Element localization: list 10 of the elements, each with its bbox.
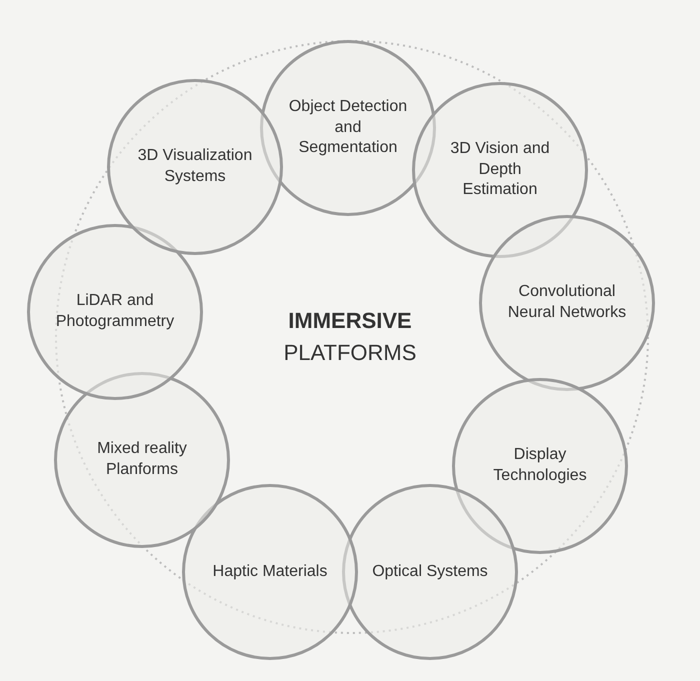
- circle-label: Display Technologies: [492, 445, 588, 486]
- circle-label: Object Detection and Segmentation: [288, 96, 408, 158]
- circle-label: 3D Visualization Systems: [136, 146, 254, 187]
- circle-label: Haptic Materials: [212, 562, 328, 582]
- circle-label: LiDAR and Photogrammetry: [55, 291, 175, 332]
- circle-label: Convolutional Neural Networks: [507, 282, 627, 323]
- center-title: IMMERSIVE PLATFORMS: [282, 307, 418, 367]
- circle-label: 3D Vision and Depth Estimation: [449, 138, 551, 200]
- circle-label: Optical Systems: [372, 562, 488, 582]
- circle-label: Mixed reality Planforms: [96, 439, 188, 480]
